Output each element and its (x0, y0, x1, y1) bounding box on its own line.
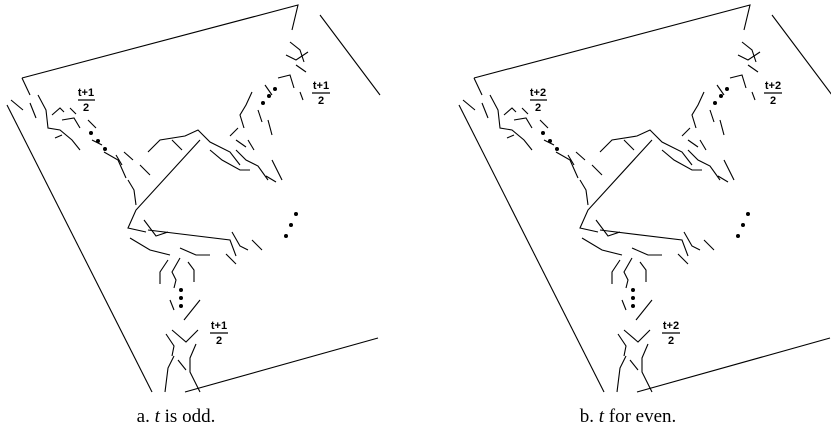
svg-text:2: 2 (83, 102, 89, 114)
svg-text:t+2: t+2 (663, 320, 679, 332)
svg-text:t+1: t+1 (313, 80, 329, 92)
knot-strands-b (458, 4, 831, 393)
svg-text:2: 2 (216, 335, 222, 347)
ellipsis-dots-a (89, 87, 298, 308)
svg-text:2: 2 (668, 335, 674, 347)
svg-text:t+2: t+2 (530, 87, 546, 99)
caption-a: a. t is odd. (137, 406, 216, 427)
fraction-label-a-upper-left: t+1 2 (78, 87, 95, 114)
svg-text:2: 2 (770, 95, 776, 107)
fraction-label-b-bottom: t+2 2 (662, 320, 680, 347)
fraction-label-a-bottom: t+1 2 (210, 320, 228, 347)
svg-text:2: 2 (318, 95, 324, 107)
fraction-label-b-upper-right: t+2 2 (764, 80, 782, 107)
svg-text:t+1: t+1 (78, 87, 94, 99)
panel-a-knot-diagram: t+1 2 t+1 2 t+1 2 a. t is odd. (6, 4, 381, 427)
ellipsis-dots-b (541, 87, 750, 308)
svg-text:2: 2 (535, 102, 541, 114)
knot-strands-a (6, 4, 381, 393)
fraction-label-a-upper-right: t+1 2 (312, 80, 330, 107)
svg-text:t+2: t+2 (765, 80, 781, 92)
panel-b-knot-diagram: t+2 2 t+2 2 t+2 2 b. t for even. (458, 4, 831, 427)
fraction-label-b-upper-left: t+2 2 (530, 87, 547, 114)
caption-b: b. t for even. (580, 406, 677, 427)
svg-text:t+1: t+1 (211, 320, 227, 332)
